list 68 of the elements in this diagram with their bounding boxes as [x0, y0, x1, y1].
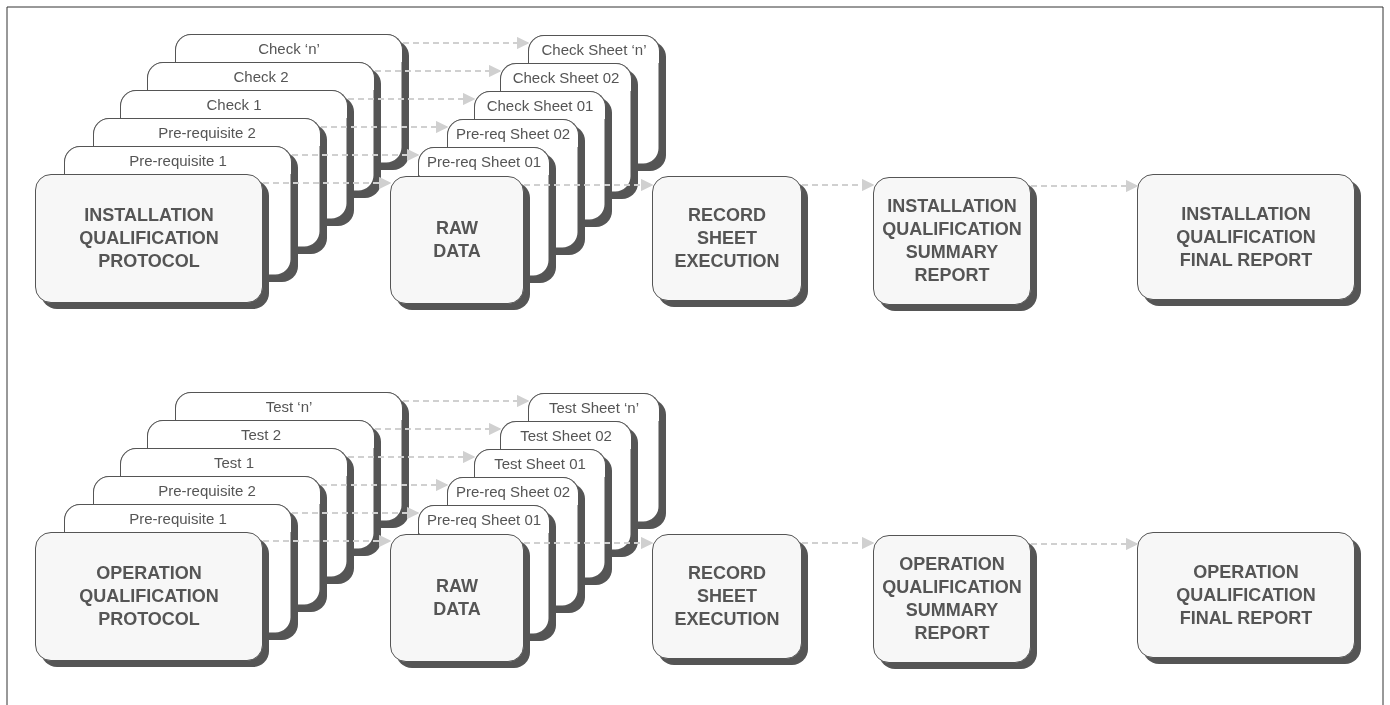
- stacked-card: [500, 63, 632, 91]
- arrow: [291, 148, 420, 162]
- box-label: OPERATION QUALIFICATION PROTOCOL: [79, 562, 219, 631]
- arrow: [523, 536, 654, 550]
- box-label: Pre-requisite 2: [157, 482, 257, 500]
- stacked-card: [120, 90, 348, 118]
- box-label: RAW DATA: [433, 575, 481, 621]
- stacked-card: [64, 146, 292, 174]
- box-label: Test 1: [213, 454, 255, 472]
- arrow: [374, 64, 502, 78]
- arrow: [1030, 537, 1139, 551]
- stacked-card: [175, 34, 403, 62]
- box-label: RAW DATA: [433, 217, 481, 263]
- box-label: Check Sheet ‘n’: [540, 41, 648, 59]
- arrow: [801, 536, 875, 550]
- box-label: Pre-requisite 1: [128, 152, 228, 170]
- box-label: Pre-requisite 1: [128, 510, 228, 528]
- arrow: [374, 422, 502, 436]
- stacked-card: [93, 118, 321, 146]
- stacked-card: [474, 449, 606, 477]
- box-label: RECORD SHEET EXECUTION: [674, 562, 780, 631]
- box-label: Check 1: [205, 96, 263, 114]
- box-label: Test Sheet ‘n’: [547, 399, 641, 417]
- box-label: Pre-req Sheet 01: [425, 153, 543, 171]
- box-label: INSTALLATION QUALIFICATION PROTOCOL: [79, 204, 219, 273]
- box-label: Pre-requisite 2: [157, 124, 257, 142]
- stacked-card: [447, 119, 579, 147]
- box-label: INSTALLATION QUALIFICATION SUMMARY REPORT: [882, 195, 1022, 287]
- arrow: [347, 450, 476, 464]
- box-label: OPERATION QUALIFICATION FINAL REPORT: [1176, 560, 1316, 630]
- box-label: RECORD SHEET EXECUTION: [674, 204, 780, 273]
- box-label: INSTALLATION QUALIFICATION FINAL REPORT: [1176, 202, 1316, 272]
- arrow: [801, 178, 875, 192]
- stacked-card: [474, 91, 606, 119]
- arrow: [262, 534, 392, 548]
- stacked-card: [147, 420, 375, 448]
- stacked-card: [418, 505, 550, 533]
- box-label: Pre-req Sheet 02: [454, 125, 572, 143]
- arrow: [291, 506, 420, 520]
- arrow: [262, 176, 392, 190]
- box-label: Check ‘n’: [257, 40, 321, 58]
- box-label: Check Sheet 01: [485, 97, 595, 115]
- arrow: [320, 478, 449, 492]
- box-label: Check 2: [232, 68, 290, 86]
- arrow: [320, 120, 449, 134]
- stacked-card: [447, 477, 579, 505]
- stacked-card: [147, 62, 375, 90]
- stacked-card: [418, 147, 550, 175]
- stacked-card: [500, 421, 632, 449]
- box-label: Pre-req Sheet 02: [454, 483, 572, 501]
- stacked-card: [64, 504, 292, 532]
- box-label: OPERATION QUALIFICATION SUMMARY REPORT: [882, 553, 1022, 645]
- arrow: [523, 178, 654, 192]
- box-label: Pre-req Sheet 01: [425, 511, 543, 529]
- box-label: Test 2: [240, 426, 282, 444]
- box-label: Test Sheet 01: [493, 455, 587, 473]
- stacked-card: [528, 393, 660, 421]
- box-label: Check Sheet 02: [511, 69, 621, 87]
- arrow: [347, 92, 476, 106]
- box-label: Test ‘n’: [264, 398, 314, 416]
- stacked-card: [120, 448, 348, 476]
- stacked-card: [528, 35, 660, 63]
- arrow: [402, 36, 530, 50]
- arrow: [402, 394, 530, 408]
- stacked-card: [93, 476, 321, 504]
- box-label: Test Sheet 02: [519, 427, 613, 445]
- arrow: [1030, 179, 1139, 193]
- stacked-card: [175, 392, 403, 420]
